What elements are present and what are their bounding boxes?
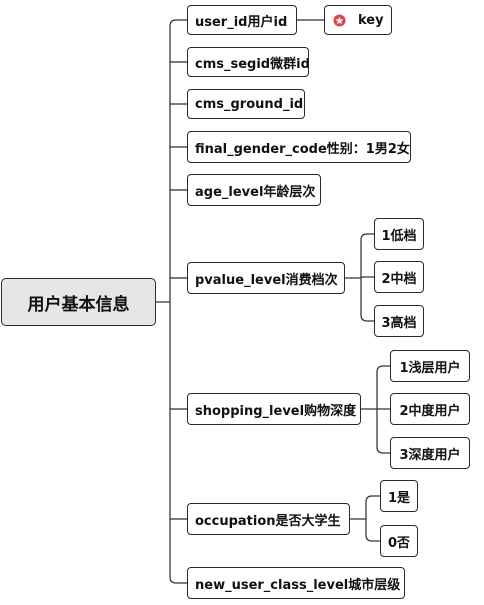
branch-cms-segid[interactable]: cms_segid微群id	[187, 47, 309, 77]
leaf-pvalue-3[interactable]: 3高档	[374, 305, 424, 337]
branch-user-id[interactable]: user_id用户id	[187, 5, 297, 35]
branch-pvalue-level[interactable]: pvalue_level消费档次	[187, 262, 345, 294]
root-node[interactable]: 用户基本信息	[1, 278, 156, 326]
leaf-occupation-2[interactable]: 0否	[380, 525, 418, 557]
leaf-shopping-3[interactable]: 3深度用户	[390, 437, 470, 469]
key-tag-label: key	[358, 12, 384, 28]
key-tag[interactable]: key	[324, 5, 392, 35]
star-badge-icon	[333, 13, 346, 27]
branch-cms-ground-id[interactable]: cms_ground_id	[187, 89, 305, 119]
connector-occupation-spine	[365, 495, 373, 542]
leaf-pvalue-2[interactable]: 2中档	[374, 261, 424, 293]
connector-trunk	[169, 19, 177, 584]
leaf-shopping-2[interactable]: 2中度用户	[390, 393, 470, 425]
branch-new-user-class-level[interactable]: new_user_class_level城市层级	[187, 567, 405, 599]
branch-occupation[interactable]: occupation是否大学生	[187, 503, 350, 535]
branch-final-gender-code[interactable]: final_gender_code性别：1男2女	[187, 131, 411, 163]
leaf-occupation-1[interactable]: 1是	[380, 480, 418, 512]
leaf-shopping-1[interactable]: 1浅层用户	[390, 350, 470, 382]
branch-shopping-level[interactable]: shopping_level购物深度	[187, 393, 361, 425]
branch-age-level[interactable]: age_level年龄层次	[187, 174, 321, 206]
leaf-pvalue-1[interactable]: 1低档	[374, 218, 424, 250]
